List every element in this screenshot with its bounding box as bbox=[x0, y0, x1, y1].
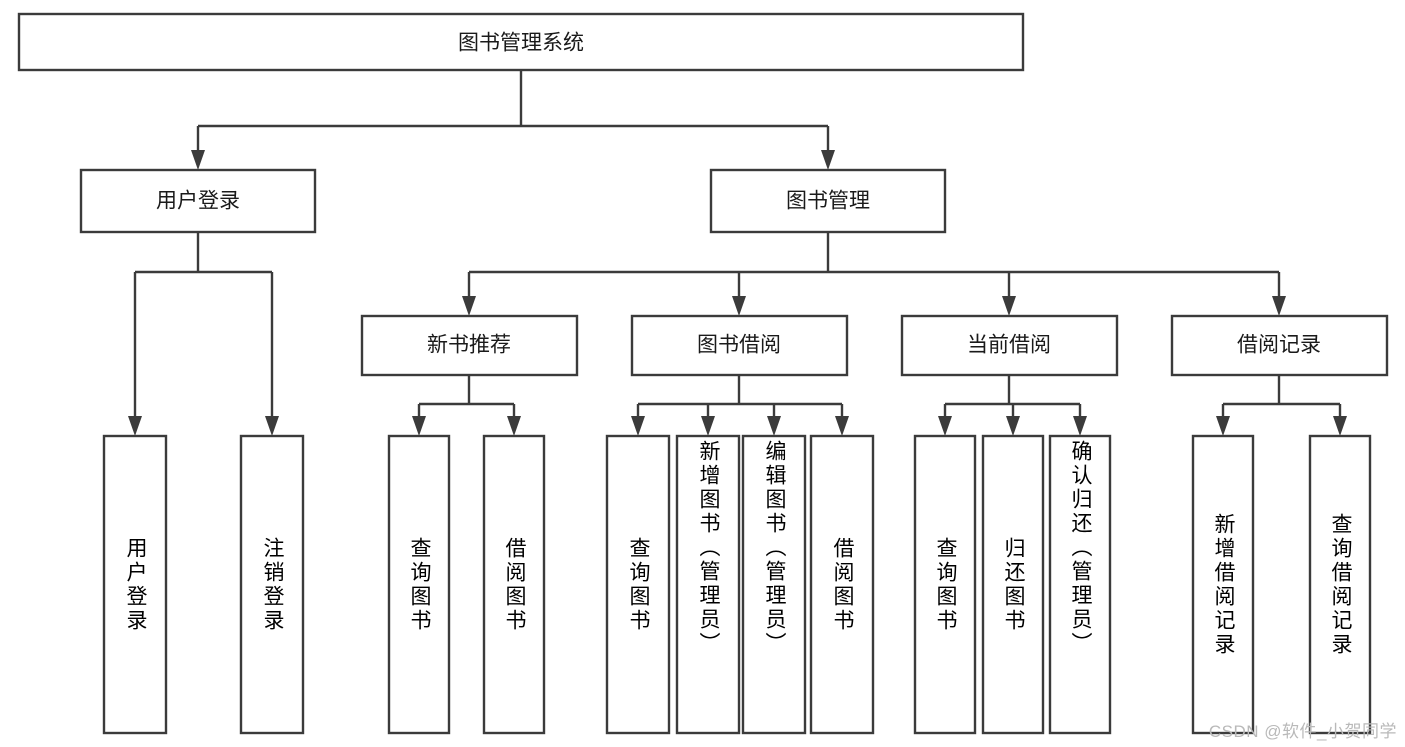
arrow-head-book-borrow bbox=[732, 296, 746, 316]
node-leaf-add-book-admin-label: 新增图书（管理员） bbox=[697, 440, 720, 656]
node-leaf-return-book[interactable]: 归还图书 bbox=[981, 434, 1045, 735]
node-leaf-borrow-book-new-label: 借阅图书 bbox=[503, 536, 526, 633]
node-leaf-query-book-current-label-wrap: 查询图书 bbox=[934, 536, 957, 633]
node-current-borrow[interactable]: 当前借阅 bbox=[900, 314, 1119, 377]
arrow-head-leaf-user-login bbox=[128, 416, 142, 436]
node-leaf-user-login-box[interactable] bbox=[102, 434, 168, 735]
arrow-head-current-borrow bbox=[1002, 296, 1016, 316]
arrow-head-leaf-query-book-borrow bbox=[631, 416, 645, 436]
node-leaf-query-book-current-box[interactable] bbox=[913, 434, 977, 735]
node-leaf-edit-book-admin-label-wrap: 编辑图书（管理员） bbox=[763, 440, 786, 656]
arrow-head-leaf-confirm-return-admin bbox=[1073, 416, 1087, 436]
node-leaf-query-book-current[interactable]: 查询图书 bbox=[913, 434, 977, 735]
node-leaf-add-book-admin[interactable]: 新增图书（管理员） bbox=[675, 434, 741, 735]
arrow-head-leaf-edit-book-admin bbox=[767, 416, 781, 436]
node-leaf-query-book-new-label: 查询图书 bbox=[408, 536, 431, 633]
node-book-management-label: 图书管理 bbox=[786, 190, 870, 213]
arrow-head-leaf-query-book-new bbox=[412, 416, 426, 436]
node-leaf-logout-label: 注销登录 bbox=[261, 536, 284, 633]
arrow-head-leaf-logout bbox=[265, 416, 279, 436]
node-leaf-user-login-label: 用户登录 bbox=[124, 536, 147, 633]
node-leaf-edit-book-admin-label: 编辑图书（管理员） bbox=[763, 440, 786, 656]
node-current-borrow-label: 当前借阅 bbox=[967, 334, 1051, 357]
arrow-head-leaf-borrow-book bbox=[835, 416, 849, 436]
node-book-management[interactable]: 图书管理 bbox=[709, 168, 947, 234]
arrow-head-leaf-borrow-book-new bbox=[507, 416, 521, 436]
node-leaf-query-borrow-record[interactable]: 查询借阅记录 bbox=[1308, 434, 1372, 735]
node-leaf-confirm-return-admin-label: 确认归还（管理员） bbox=[1069, 440, 1092, 656]
node-leaf-add-borrow-record-label-wrap: 新增借阅记录 bbox=[1212, 512, 1235, 657]
node-leaf-logout-box[interactable] bbox=[239, 434, 305, 735]
watermark-text: CSDN @软件_小贺同学 bbox=[1208, 722, 1397, 741]
node-root-label: 图书管理系统 bbox=[458, 32, 584, 55]
node-leaf-query-book-new-box[interactable] bbox=[387, 434, 451, 735]
node-leaf-confirm-return-admin-box[interactable] bbox=[1048, 434, 1112, 735]
node-leaf-edit-book-admin[interactable]: 编辑图书（管理员） bbox=[741, 434, 807, 735]
node-leaf-borrow-book-new-box[interactable] bbox=[482, 434, 546, 735]
node-leaf-return-book-box[interactable] bbox=[981, 434, 1045, 735]
node-leaf-logout[interactable]: 注销登录 bbox=[239, 434, 305, 735]
connector-layer bbox=[128, 70, 1347, 436]
node-new-book-recommend[interactable]: 新书推荐 bbox=[360, 314, 579, 377]
node-leaf-query-borrow-record-label: 查询借阅记录 bbox=[1329, 512, 1352, 657]
node-leaf-add-book-admin-label-wrap: 新增图书（管理员） bbox=[697, 440, 720, 656]
arrow-head-borrow-records bbox=[1272, 296, 1286, 316]
node-leaf-query-book-borrow-label: 查询图书 bbox=[627, 536, 650, 633]
node-book-borrow-label: 图书借阅 bbox=[697, 334, 781, 357]
node-leaf-add-borrow-record[interactable]: 新增借阅记录 bbox=[1191, 434, 1255, 735]
node-root-box[interactable] bbox=[17, 12, 1025, 72]
node-leaf-query-book-current-label: 查询图书 bbox=[934, 536, 957, 633]
node-leaf-confirm-return-admin[interactable]: 确认归还（管理员） bbox=[1048, 434, 1112, 735]
node-leaf-edit-book-admin-box[interactable] bbox=[741, 434, 807, 735]
node-leaf-user-login-label-wrap: 用户登录 bbox=[124, 536, 147, 633]
node-leaf-add-borrow-record-box[interactable] bbox=[1191, 434, 1255, 735]
node-book-management-box[interactable] bbox=[709, 168, 947, 234]
arrow-head-user-login bbox=[191, 150, 205, 170]
arrow-head-book-management bbox=[821, 150, 835, 170]
node-user-login-label: 用户登录 bbox=[156, 190, 240, 213]
arrow-head-leaf-query-borrow-record bbox=[1333, 416, 1347, 436]
arrow-head-leaf-query-book-current bbox=[938, 416, 952, 436]
node-borrow-records[interactable]: 借阅记录 bbox=[1170, 314, 1389, 377]
node-leaf-return-book-label-wrap: 归还图书 bbox=[1002, 536, 1025, 633]
node-leaf-query-borrow-record-label-wrap: 查询借阅记录 bbox=[1329, 512, 1352, 657]
node-leaf-add-borrow-record-label: 新增借阅记录 bbox=[1212, 512, 1235, 657]
node-borrow-records-box[interactable] bbox=[1170, 314, 1389, 377]
arrow-head-leaf-return-book bbox=[1006, 416, 1020, 436]
node-book-borrow[interactable]: 图书借阅 bbox=[630, 314, 849, 377]
node-leaf-logout-label-wrap: 注销登录 bbox=[261, 536, 284, 633]
node-leaf-add-book-admin-box[interactable] bbox=[675, 434, 741, 735]
node-leaf-query-book-borrow-box[interactable] bbox=[605, 434, 671, 735]
node-leaf-borrow-book-label-wrap: 借阅图书 bbox=[831, 536, 854, 633]
node-current-borrow-box[interactable] bbox=[900, 314, 1119, 377]
node-borrow-records-label: 借阅记录 bbox=[1237, 334, 1321, 357]
arrow-head-new-book-recommend bbox=[462, 296, 476, 316]
node-user-login[interactable]: 用户登录 bbox=[79, 168, 317, 234]
node-user-login-box[interactable] bbox=[79, 168, 317, 234]
arrow-head-leaf-add-book-admin bbox=[701, 416, 715, 436]
node-new-book-recommend-label: 新书推荐 bbox=[427, 334, 511, 357]
node-leaf-return-book-label: 归还图书 bbox=[1002, 536, 1025, 633]
node-leaf-borrow-book-new-label-wrap: 借阅图书 bbox=[503, 536, 526, 633]
node-leaf-query-borrow-record-box[interactable] bbox=[1308, 434, 1372, 735]
node-leaf-query-book-borrow[interactable]: 查询图书 bbox=[605, 434, 671, 735]
node-root[interactable]: 图书管理系统 bbox=[17, 12, 1025, 72]
node-leaf-query-book-borrow-label-wrap: 查询图书 bbox=[627, 536, 650, 633]
node-leaf-query-book-new[interactable]: 查询图书 bbox=[387, 434, 451, 735]
node-leaf-borrow-book-new[interactable]: 借阅图书 bbox=[482, 434, 546, 735]
node-new-book-recommend-box[interactable] bbox=[360, 314, 579, 377]
node-leaf-borrow-book-label: 借阅图书 bbox=[831, 536, 854, 633]
node-leaf-borrow-book-box[interactable] bbox=[809, 434, 875, 735]
node-leaf-user-login[interactable]: 用户登录 bbox=[102, 434, 168, 735]
node-book-borrow-box[interactable] bbox=[630, 314, 849, 377]
node-leaf-borrow-book[interactable]: 借阅图书 bbox=[809, 434, 875, 735]
node-leaf-query-book-new-label-wrap: 查询图书 bbox=[408, 536, 431, 633]
arrow-head-leaf-add-borrow-record bbox=[1216, 416, 1230, 436]
node-leaf-confirm-return-admin-label-wrap: 确认归还（管理员） bbox=[1069, 440, 1092, 656]
